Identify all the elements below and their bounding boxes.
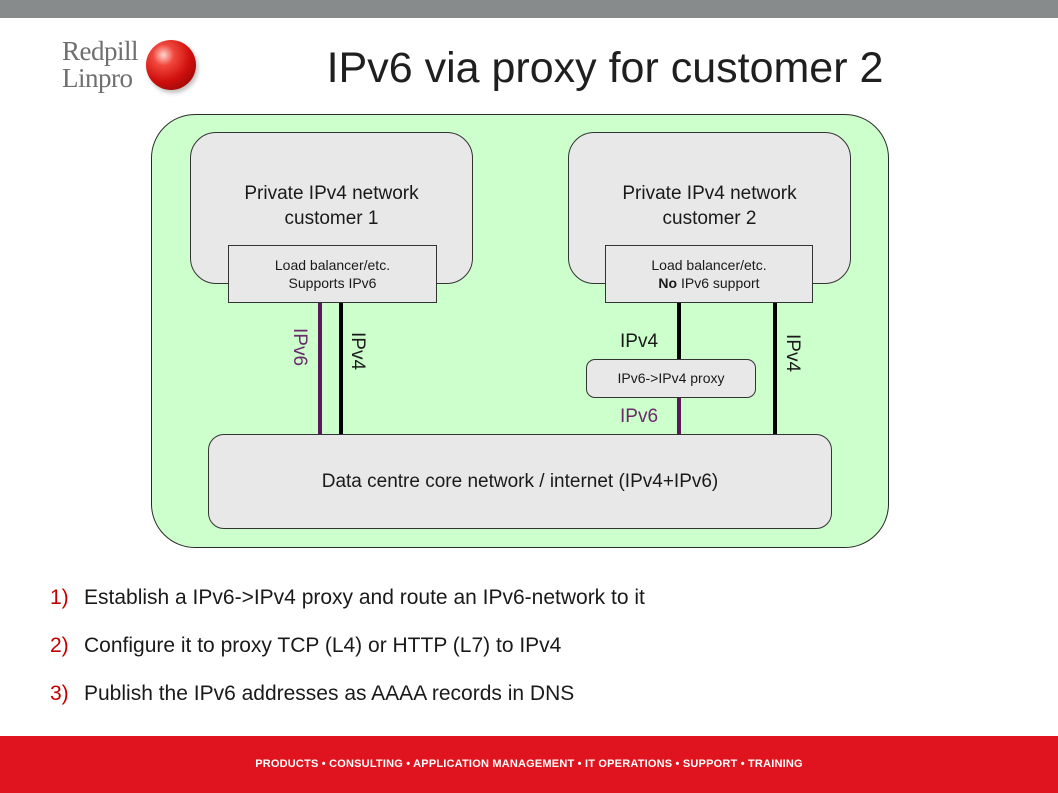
red-pill-icon [146,40,196,90]
logo-text-linpro: Linpro [62,63,133,93]
customer2-ipv4-upper-label: IPv4 [620,331,659,352]
step-number: 3) [50,682,69,705]
customer2-lb-line2-rest: IPv6 support [677,275,760,291]
customer2-ipv4-right-label: IPv4 [782,334,803,373]
step-item: 3) Publish the IPv6 addresses as AAAA rec… [50,682,645,706]
top-bar [0,0,1058,18]
core-network-box: Data centre core network / internet (IPv… [208,434,832,529]
customer2-ipv4-right-link [773,303,777,434]
customer1-network-label-line2: customer 1 [284,208,379,229]
customer1-ipv4-link [339,303,343,434]
step-number: 2) [50,634,69,657]
step-text: Configure it to proxy TCP (L4) or HTTP (… [84,634,562,657]
step-number: 1) [50,586,69,609]
customer2-ipv6-lower-link [677,398,681,434]
logo-text-redpill: Redpill [62,36,139,66]
customer2-ipv4-upper-link [677,303,681,359]
customer1-ipv6-label: IPv6 [289,328,310,367]
footer-services-bar: PRODUCTS • CONSULTING • APPLICATION MANA… [0,736,1058,793]
customer2-load-balancer: Load balancer/etc. No IPv6 support [605,245,813,303]
redpill-linpro-logo: Redpill Linpro [62,36,202,100]
customer2-network-label-line2: customer 2 [662,208,757,229]
customer2-lb-line1: Load balancer/etc. [651,257,767,273]
customer2-lb-no-emphasis: No [658,275,678,291]
customer2-lb-line2: No IPv6 support [606,274,812,292]
customer1-ipv4-label: IPv4 [347,332,368,371]
customer1-ipv6-link [318,303,322,434]
step-item: 2) Configure it to proxy TCP (L4) or HTTP… [50,634,645,658]
page-title: IPv6 via proxy for customer 2 [326,44,884,92]
customer2-ipv6-lower-label: IPv6 [620,406,659,427]
customer1-load-balancer: Load balancer/etc. Supports IPv6 [228,245,437,303]
steps-list: 1) Establish a IPv6->IPv4 proxy and route… [50,586,645,730]
step-item: 1) Establish a IPv6->IPv4 proxy and route… [50,586,645,610]
customer1-network-label-line1: Private IPv4 network [244,183,419,204]
customer2-network-label-line1: Private IPv4 network [622,183,797,204]
step-text: Establish a IPv6->IPv4 proxy and route a… [84,586,645,609]
customer1-lb-line1: Load balancer/etc. [274,257,391,273]
step-text: Publish the IPv6 addresses as AAAA recor… [84,682,575,705]
ipv6-to-ipv4-proxy-box: IPv6->IPv4 proxy [586,359,756,398]
customer1-lb-line2: Supports IPv6 [288,275,377,291]
